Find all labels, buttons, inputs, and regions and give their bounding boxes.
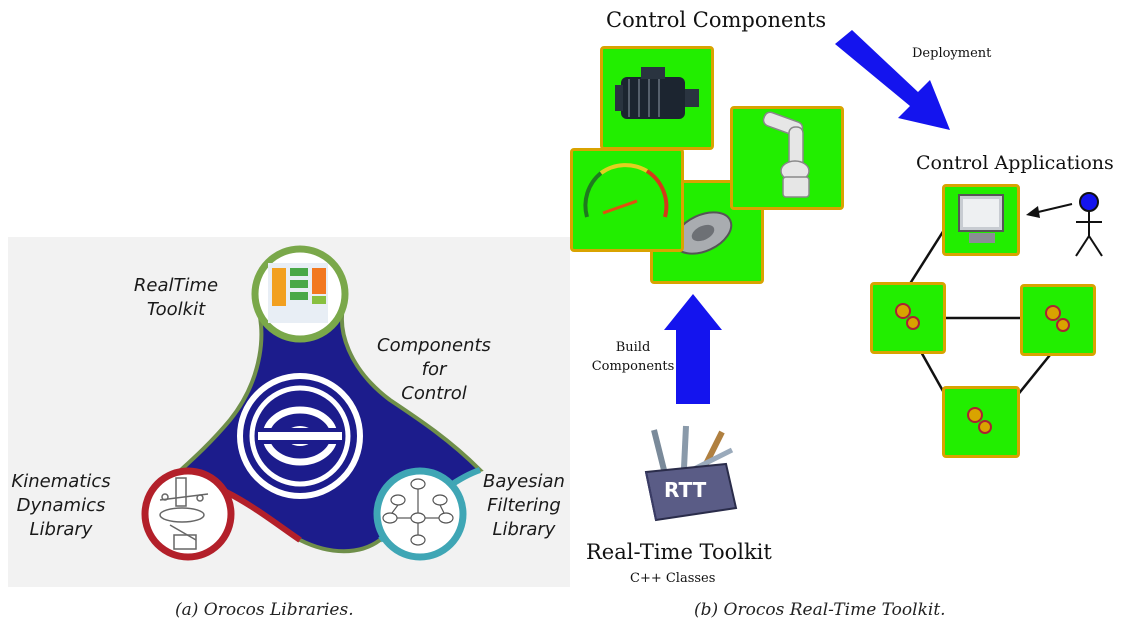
bayesian-ring: [373, 467, 467, 561]
caption-a: (a) Orocos Libraries.: [175, 600, 354, 620]
realtime-toolkit-label: RealTime Toolkit: [133, 275, 219, 320]
component-node-right: [1020, 284, 1096, 356]
realtime-toolkit-ring: [251, 245, 349, 343]
user-figure-icon: [1075, 192, 1103, 257]
rtt-badge-label: RTT: [664, 478, 707, 502]
gears-icon: [895, 303, 920, 330]
motor-icon: [615, 67, 699, 119]
user-to-monitor-arrow: [1026, 203, 1073, 218]
robot-arm-sketch-icon: [159, 477, 209, 550]
orocos-logo-icon: [237, 373, 363, 499]
motor-component-box: [600, 46, 714, 150]
bayesian-network-icon: [382, 478, 454, 546]
gears-icon: [1045, 305, 1070, 332]
robot-arm-component-box: [730, 106, 844, 210]
build-components-arrow: [664, 294, 722, 404]
gauge-component-box: [570, 148, 684, 252]
kinematics-ring: [141, 467, 235, 561]
robot-arm-icon: [762, 111, 810, 198]
monitor-application-box: [942, 184, 1020, 256]
gauge-icon: [583, 163, 669, 218]
control-applications-title: Control Applications: [916, 152, 1114, 174]
real-time-toolkit-title: Real-Time Toolkit: [586, 540, 772, 564]
monitor-icon: [958, 194, 1004, 243]
caption-b: (b) Orocos Real-Time Toolkit.: [694, 600, 946, 620]
cpp-classes-label: C++ Classes: [630, 571, 716, 586]
control-components-title: Control Components: [606, 8, 827, 32]
gears-icon: [967, 407, 992, 434]
rtt-toolbox-icon: RTT: [634, 420, 744, 524]
deployment-label: Deployment: [912, 46, 992, 61]
component-node-left: [870, 282, 946, 354]
build-components-label: Build Components: [591, 340, 675, 374]
components-for-control-label: Components for Control: [377, 335, 491, 404]
cutter-gear-icon: [673, 211, 733, 255]
deployment-arrow: [835, 30, 950, 130]
kinematics-dynamics-library-label: Kinematics Dynamics Library: [11, 471, 111, 540]
component-node-bottom: [942, 386, 1020, 458]
bayesian-filtering-library-label: Bayesian Filtering Library: [483, 471, 565, 540]
